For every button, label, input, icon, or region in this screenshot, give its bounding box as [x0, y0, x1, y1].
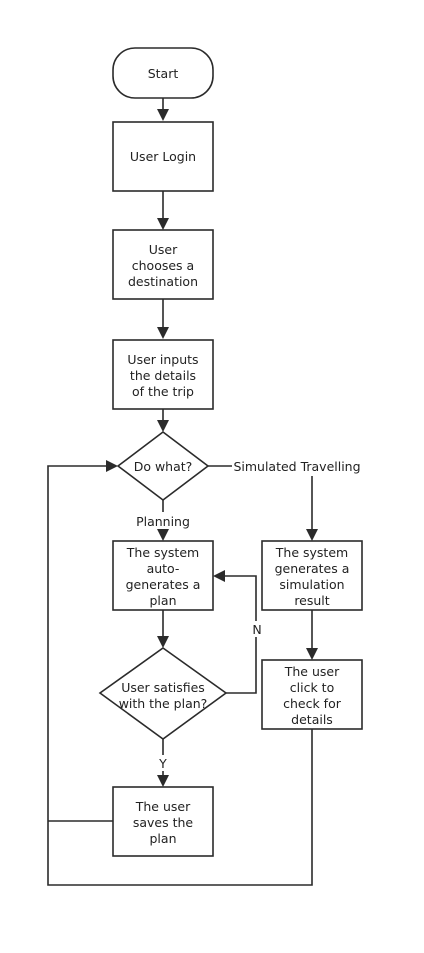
arrowhead-no [213, 570, 225, 582]
node-decision: Do what? [116, 430, 210, 502]
auto-plan-line-0: The system [126, 545, 199, 560]
node-login: User Login [112, 121, 214, 192]
label-yes: Y [158, 756, 167, 771]
satisfied-line-1: with the plan? [119, 696, 208, 711]
auto-plan-line-1: auto- [147, 561, 180, 576]
edge-labels: Simulated Travelling Planning N Y [136, 459, 360, 771]
save-plan-line-1: saves the [133, 815, 194, 830]
arrowhead-check [306, 648, 318, 660]
login-box [112, 121, 214, 192]
decision-diamond [116, 430, 210, 502]
login-line-0: User Login [130, 149, 196, 164]
edge-check-loop [47, 465, 313, 886]
arrowhead-save [157, 775, 169, 787]
simulation-line-1: generates a [275, 561, 350, 576]
trip-details-line-0: User inputs [127, 352, 198, 367]
arrowhead-loop [106, 460, 118, 472]
edge-no-loop [226, 637, 257, 694]
save-plan-line-0: The user [135, 799, 191, 814]
arrowhead-decision [157, 420, 169, 432]
node-start: Start [112, 47, 214, 99]
arrowhead-satisfied [157, 636, 169, 648]
simulation-box [261, 540, 363, 611]
node-auto-plan: The system auto- generates a plan [112, 540, 214, 611]
arrowhead-destination [157, 218, 169, 230]
node-destination: User chooses a destination [112, 229, 214, 300]
check-details-box [261, 659, 363, 730]
satisfied-diamond [98, 647, 228, 740]
save-plan-box [112, 786, 214, 857]
auto-plan-line-2: generates a [126, 577, 201, 592]
label-no: N [252, 622, 261, 637]
trip-details-line-1: the details [130, 368, 196, 383]
destination-box [112, 229, 214, 300]
label-planning: Planning [136, 514, 190, 529]
destination-line-1: chooses a [132, 258, 194, 273]
label-simulated-travelling: Simulated Travelling [233, 459, 360, 474]
check-details-line-0: The user [284, 664, 340, 679]
auto-plan-box [112, 540, 214, 611]
check-details-line-1: click to [290, 680, 334, 695]
simulation-line-2: simulation [279, 577, 344, 592]
simulation-line-3: result [294, 593, 329, 608]
start-line-0: Start [148, 66, 179, 81]
node-save-plan: The user saves the plan [112, 786, 214, 857]
node-check-details: The user click to check for details [261, 659, 363, 730]
check-details-line-2: check for [283, 696, 342, 711]
start-terminator [112, 47, 214, 99]
arrowhead-login [157, 109, 169, 121]
edge-no-loop-top [223, 575, 257, 621]
trip-details-line-2: of the trip [132, 384, 194, 399]
destination-line-0: User [149, 242, 178, 257]
check-details-line-3: details [291, 712, 333, 727]
trip-details-box [112, 339, 214, 410]
destination-line-2: destination [128, 274, 198, 289]
node-satisfied: User satisfies with the plan? [98, 647, 228, 740]
node-trip-details: User inputs the details of the trip [112, 339, 214, 410]
save-plan-line-2: plan [150, 831, 177, 846]
decision-line-0: Do what? [134, 459, 193, 474]
arrowhead-simulation [306, 529, 318, 541]
simulation-line-0: The system [275, 545, 348, 560]
edges [47, 98, 318, 886]
auto-plan-line-3: plan [150, 593, 177, 608]
satisfied-line-0: User satisfies [121, 680, 205, 695]
arrowhead-autoplan [157, 529, 169, 541]
arrowhead-trip [157, 327, 169, 339]
node-simulation: The system generates a simulation result [261, 540, 363, 611]
